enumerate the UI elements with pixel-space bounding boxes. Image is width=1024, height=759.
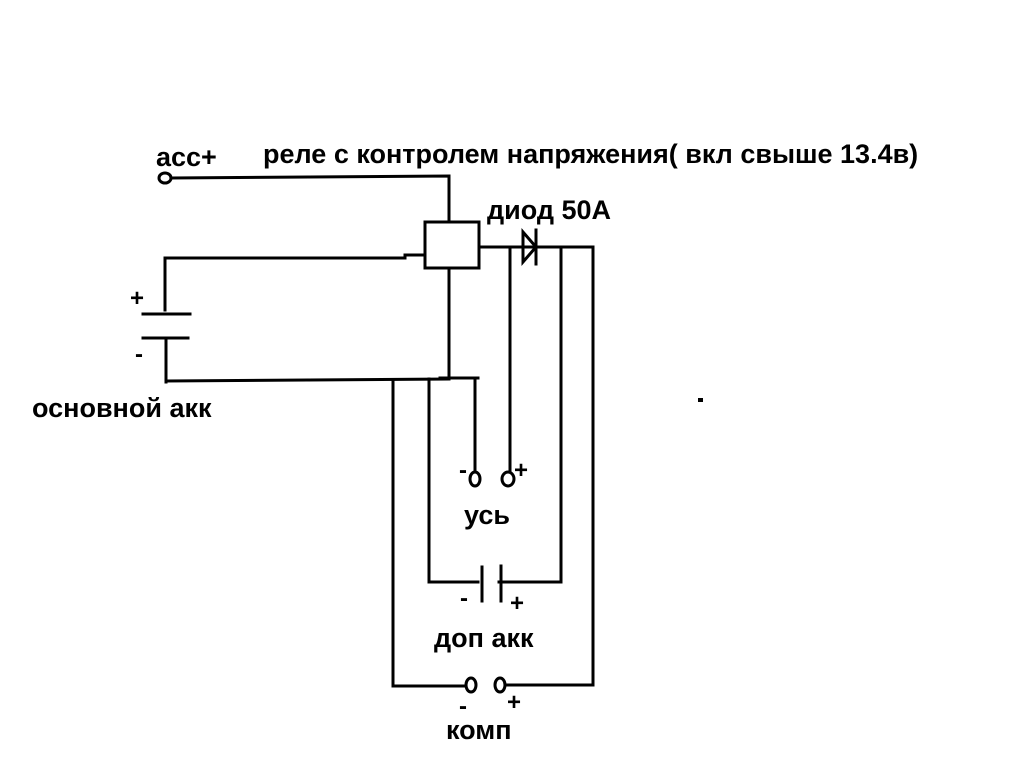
- main-battery-label: основной акк: [32, 393, 212, 423]
- amplifier-label: усь: [464, 500, 510, 530]
- acc-terminal: [157, 171, 451, 224]
- main-battery-plus-sign: +: [130, 285, 144, 312]
- acc-wire: [169, 174, 451, 224]
- diode-symbol: [521, 227, 538, 267]
- comp-minus-terminal: [464, 676, 478, 694]
- computer-label: комп: [446, 715, 512, 745]
- aux-battery-label: доп акк: [434, 623, 534, 653]
- stray-dot: [698, 398, 703, 402]
- amp-minus-terminal: [468, 470, 482, 488]
- diode-triangle: [521, 227, 538, 267]
- relay-box: [423, 220, 481, 270]
- aux-battery-symbol: [480, 564, 503, 603]
- comp-minus-wire: [391, 379, 468, 688]
- comp-plus-wire: [503, 245, 595, 687]
- aux-battery-minus-sign: -: [460, 585, 468, 612]
- main-battery-minus-sign: -: [135, 341, 143, 368]
- amp-plus-terminal: [500, 470, 516, 488]
- aux-battery-minus-wire: [427, 377, 480, 584]
- comp-minus-sign: -: [459, 693, 467, 720]
- amp-minus-sign: -: [459, 457, 467, 484]
- aux-battery-plus-wire: [497, 245, 563, 584]
- main-battery-symbol: [141, 312, 192, 384]
- diode-label: диод 50А: [487, 195, 611, 225]
- amp-plus-sign: +: [514, 457, 528, 484]
- comp-plus-terminal: [493, 676, 507, 694]
- aux-battery-plus-sign: +: [510, 590, 524, 617]
- ground-bus: [164, 377, 451, 383]
- acc-terminal-circle: [157, 171, 173, 185]
- comp-plus-sign: +: [507, 689, 521, 716]
- relay-label: реле с контролем напряжения( вкл свыше 1…: [263, 139, 918, 169]
- acc-label: acc+: [156, 142, 217, 172]
- main-battery-plus-wire: [163, 253, 427, 312]
